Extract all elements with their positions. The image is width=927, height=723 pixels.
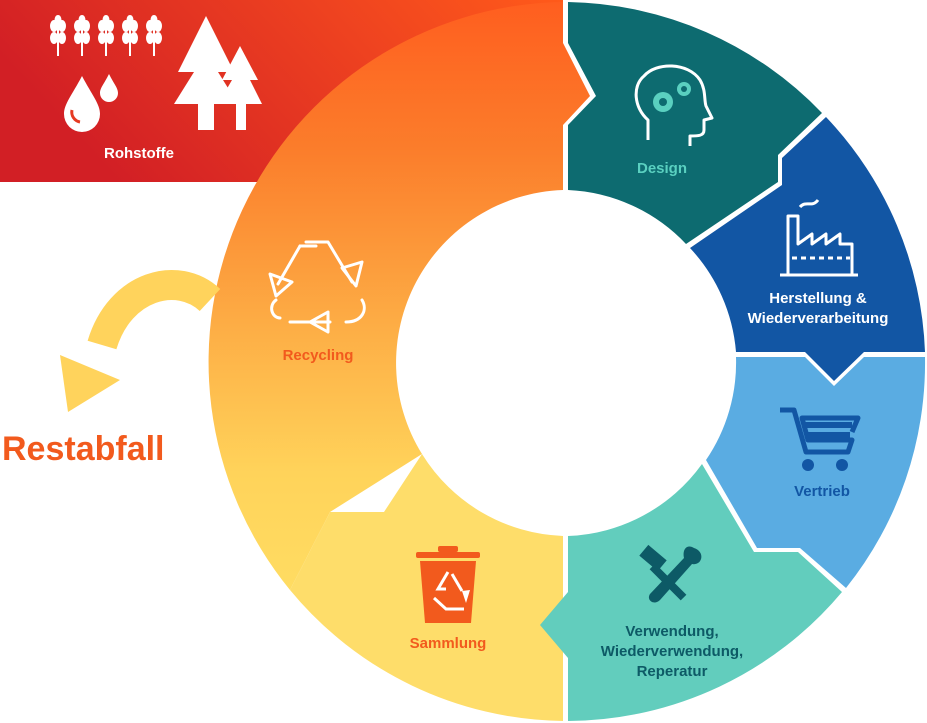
shopping-cart-icon [780,407,861,471]
water-drop-icon [64,74,118,132]
gear-small-icon [653,82,691,112]
restabfall-arrow [60,270,221,412]
pine-tree-icon [174,16,262,130]
factory-icon [780,198,858,277]
restabfall-label: Restabfall [2,430,165,468]
rohstoffe-label: Rohstoffe [104,145,174,162]
hammer-wrench-icon [639,544,702,603]
brain-gears-icon [634,64,714,146]
recycling-label: Recycling [283,347,354,364]
recycle-icon [268,240,366,334]
stage-vertrieb [706,357,926,588]
herstellung-label-line-1: Herstellung & [769,290,867,307]
verwendung-label-line-3: Reperatur [637,663,708,680]
verwendung-label-line-2: Wiederverwendung, [601,643,743,660]
stage-recycling [208,2,590,590]
sammlung-label: Sammlung [410,635,487,652]
design-label: Design [637,160,687,177]
stage-design [568,2,822,244]
recycling-bin-icon [416,546,480,623]
verwendung-label-line-1: Verwendung, [625,623,718,640]
herstellung-label-line-2: Wiederverarbeitung [748,310,889,327]
stage-herstellung [690,117,925,381]
stage-verwendung [540,464,842,721]
vertrieb-label: Vertrieb [794,483,850,500]
wheat-icon [50,15,162,56]
